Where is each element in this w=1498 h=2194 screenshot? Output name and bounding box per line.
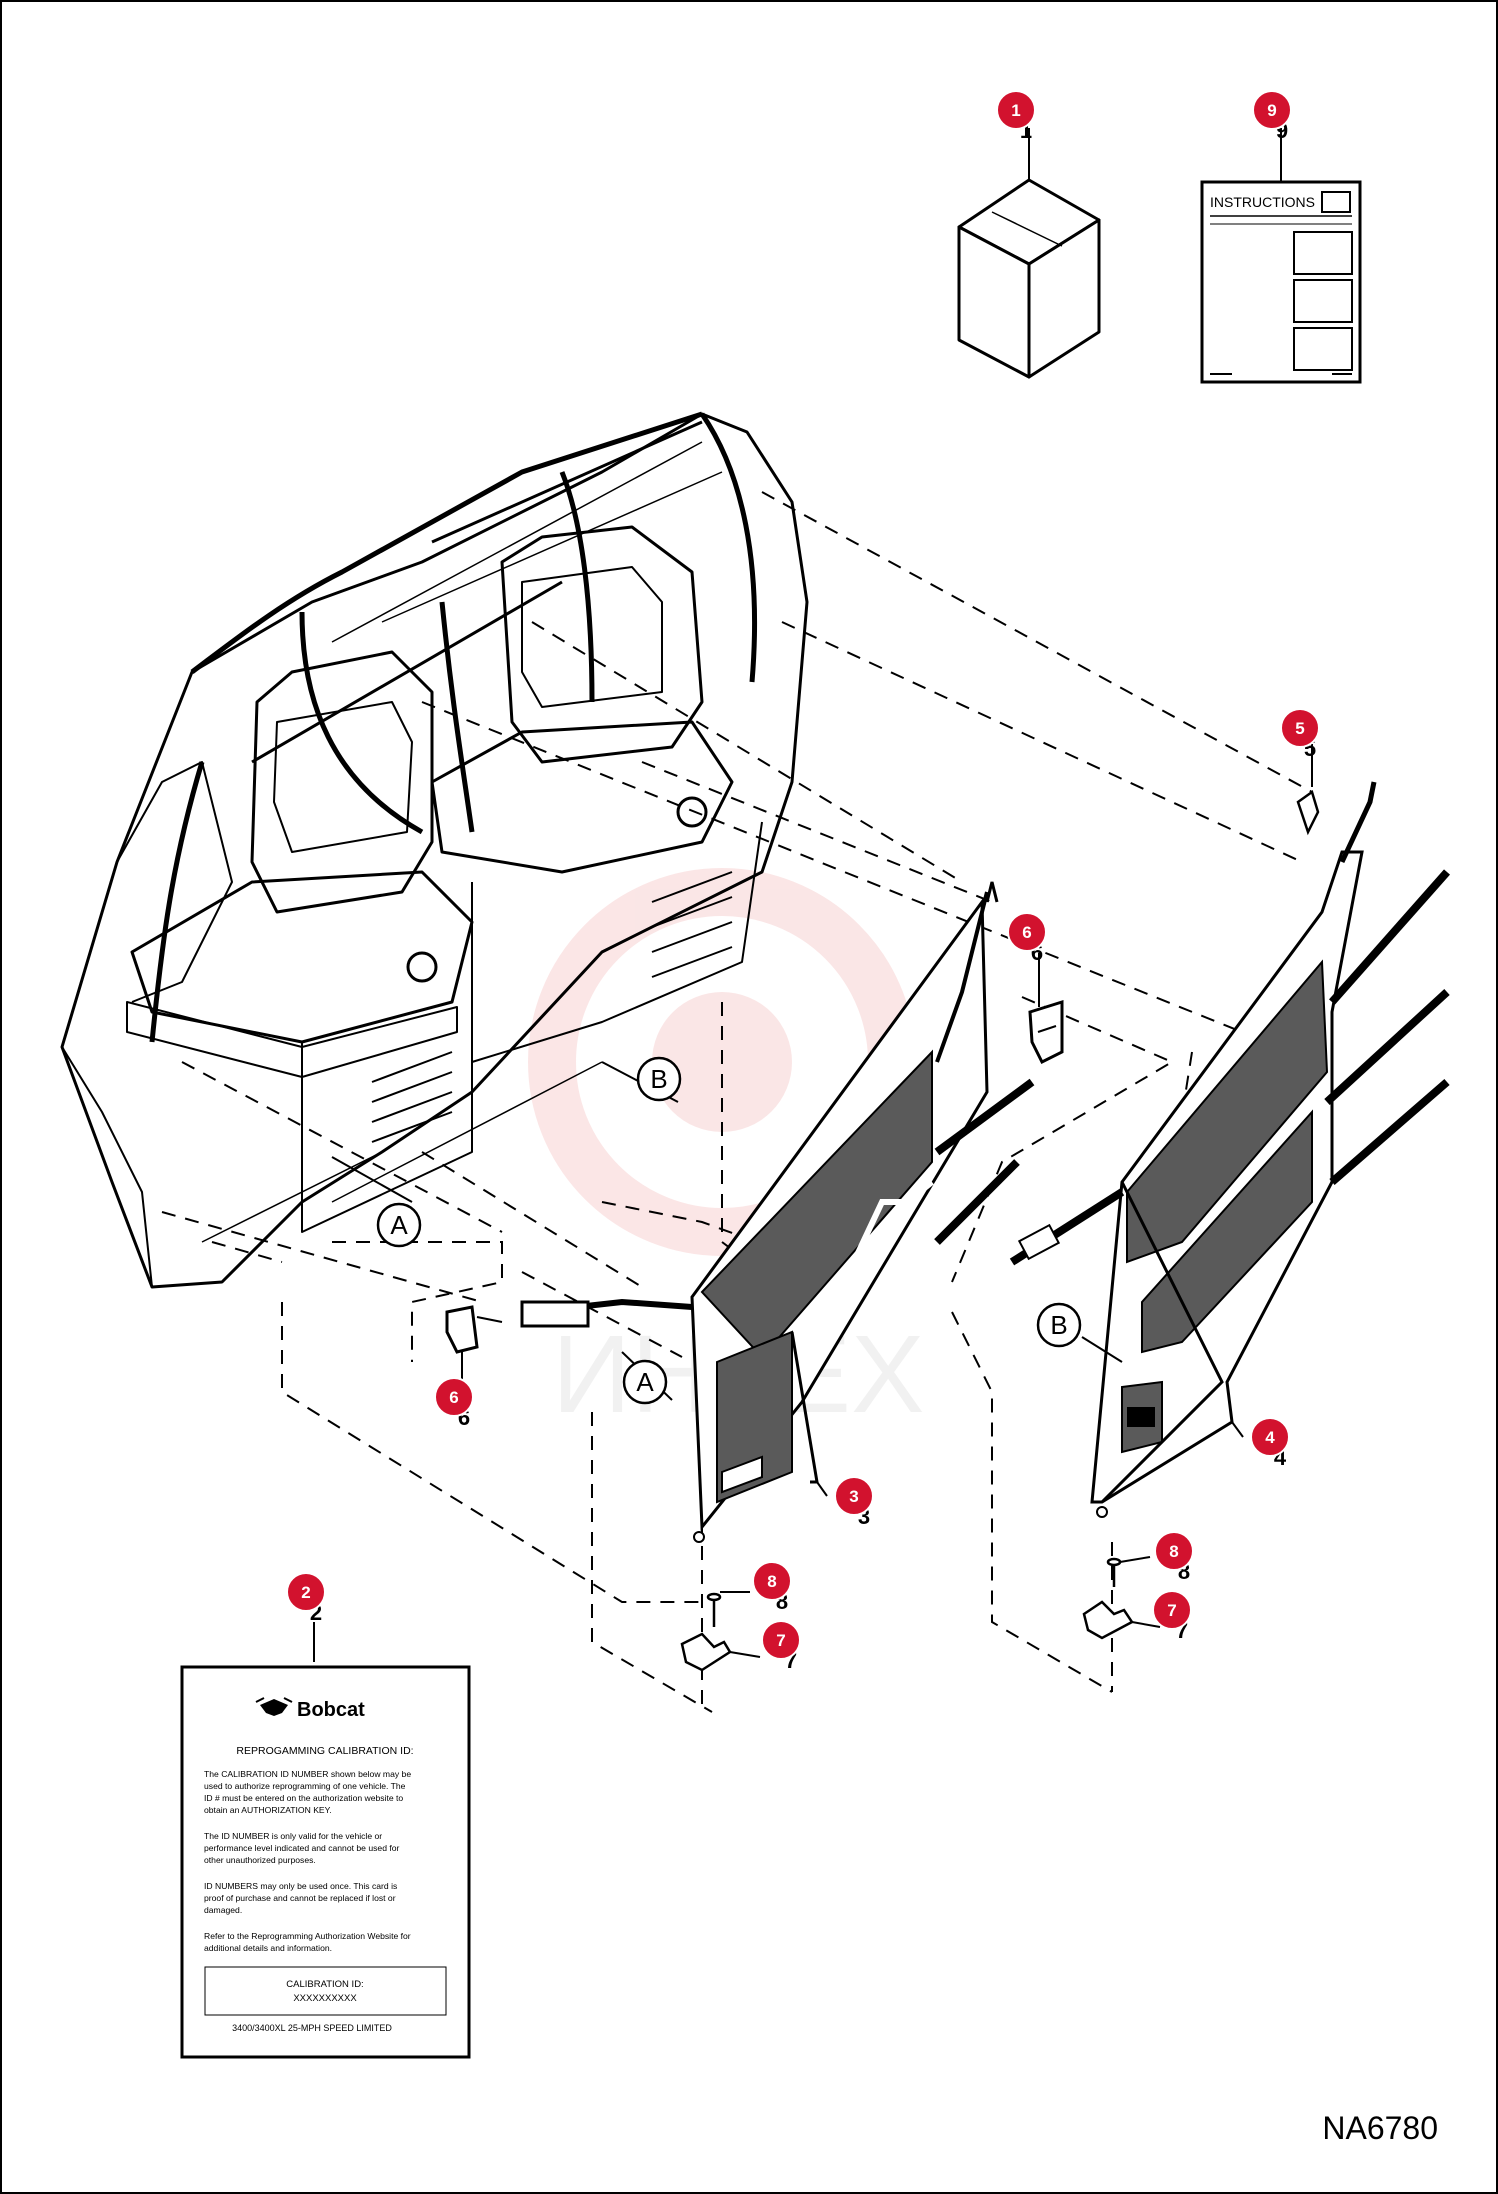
callout-6: 66 — [1007, 912, 1047, 965]
callout-circle — [1007, 912, 1047, 952]
callout-number: 8 — [767, 1572, 776, 1591]
card-paragraph-3-line-2: proof of purchase and cannot be replaced… — [204, 1893, 396, 1903]
callout-5: 55 — [1280, 708, 1320, 761]
callout-9: 99 — [1252, 90, 1292, 143]
card-paragraph-4-line-2: additional details and information. — [204, 1943, 332, 1953]
callout-circle — [286, 1572, 326, 1612]
card-paragraph-3-line-3: damaged. — [204, 1905, 242, 1915]
callout-number: 9 — [1267, 101, 1276, 120]
utility-vehicle-drawing — [60, 411, 809, 1289]
callout-8: 88 — [752, 1561, 792, 1614]
svg-text:A: A — [636, 1367, 654, 1397]
card-paragraph-2-line-1: The ID NUMBER is only valid for the vehi… — [204, 1831, 382, 1841]
reference-b-lower: B — [1036, 1302, 1082, 1348]
callout-number: 2 — [301, 1583, 310, 1602]
card-paragraph-2-line-3: other unauthorized purposes. — [204, 1855, 316, 1865]
callout-6: 66 — [434, 1377, 474, 1430]
part-8-screw-a — [706, 1592, 722, 1627]
callout-number: 5 — [1295, 719, 1304, 738]
callout-number: 8 — [1169, 1542, 1178, 1561]
part-9-instruction-sheet: INSTRUCTIONS — [1200, 128, 1362, 384]
callout-circle — [1154, 1531, 1194, 1571]
part-8-screw-b — [1106, 1557, 1122, 1587]
callout-number: 7 — [1167, 1601, 1176, 1620]
card-paragraph-1-line-4: obtain an AUTHORIZATION KEY. — [204, 1805, 332, 1815]
callout-circle — [1252, 90, 1292, 130]
callout-7: 77 — [1152, 1590, 1192, 1643]
reference-b-upper: B — [636, 1056, 682, 1102]
side-net-a — [520, 881, 1035, 1543]
part-1-box — [957, 128, 1101, 379]
callout-3: 33 — [834, 1476, 874, 1529]
callout-circle — [1250, 1417, 1290, 1457]
part-7-bracket-b — [1082, 1600, 1134, 1640]
card-heading: REPROGAMMING CALIBRATION ID: — [236, 1745, 413, 1757]
callout-circle — [752, 1561, 792, 1601]
callout-number: 6 — [449, 1388, 458, 1407]
part-6-clip-lower — [445, 1305, 503, 1354]
svg-text:A: A — [390, 1210, 408, 1240]
card-footer: 3400/3400XL 25-MPH SPEED LIMITED — [232, 2023, 392, 2033]
callout-circle — [1152, 1590, 1192, 1630]
part-5-clip — [1296, 762, 1320, 836]
part-7-bracket-a — [680, 1632, 732, 1672]
callout-4: 44 — [1250, 1417, 1290, 1470]
card-paragraph-1-line-2: used to authorize reprogramming of one v… — [204, 1781, 406, 1791]
svg-text:B: B — [1050, 1310, 1067, 1340]
card-paragraph-4-line-1: Refer to the Reprogramming Authorization… — [204, 1931, 411, 1941]
callout-1: 11 — [996, 90, 1036, 143]
reference-a-upper: A — [376, 1202, 422, 1248]
callout-7: 77 — [761, 1620, 801, 1673]
callout-circle — [996, 90, 1036, 130]
card-id-value: XXXXXXXXXX — [293, 1993, 357, 2004]
drawing-number: NA6780 — [1322, 2110, 1438, 2146]
callout-circle — [834, 1476, 874, 1516]
part-6-clip-upper — [1028, 999, 1064, 1065]
callout-number: 4 — [1265, 1428, 1275, 1447]
callout-circle — [434, 1377, 474, 1417]
card-id-label: CALIBRATION ID: — [286, 1979, 363, 1990]
callout-8: 88 — [1154, 1531, 1194, 1584]
bobcat-logo-icon: Bobcat — [255, 1697, 365, 1721]
card-paragraph-1-line-3: ID # must be entered on the authorizatio… — [204, 1793, 403, 1803]
side-net-b — [1009, 781, 1450, 1518]
card-paragraph-3-line-1: ID NUMBERS may only be used once. This c… — [204, 1881, 397, 1891]
callout-number: 6 — [1022, 923, 1031, 942]
callout-circle — [761, 1620, 801, 1660]
card-paragraph-2-line-2: performance level indicated and cannot b… — [204, 1843, 400, 1853]
part-2-calibration-card: Bobcat REPROGAMMING CALIBRATION ID: The … — [180, 1665, 471, 2059]
callout-circle — [1280, 708, 1320, 748]
card-brand: Bobcat — [297, 1699, 365, 1721]
card-paragraph-1-line-1: The CALIBRATION ID NUMBER shown below ma… — [204, 1769, 411, 1779]
callout-number: 1 — [1011, 101, 1020, 120]
callout-number: 7 — [776, 1631, 785, 1650]
callout-2: 22 — [286, 1572, 326, 1625]
svg-text:B: B — [650, 1064, 667, 1094]
callout-number: 3 — [849, 1487, 858, 1506]
reference-a-lower: A — [622, 1359, 668, 1405]
instructions-title: INSTRUCTIONS — [1210, 194, 1315, 210]
